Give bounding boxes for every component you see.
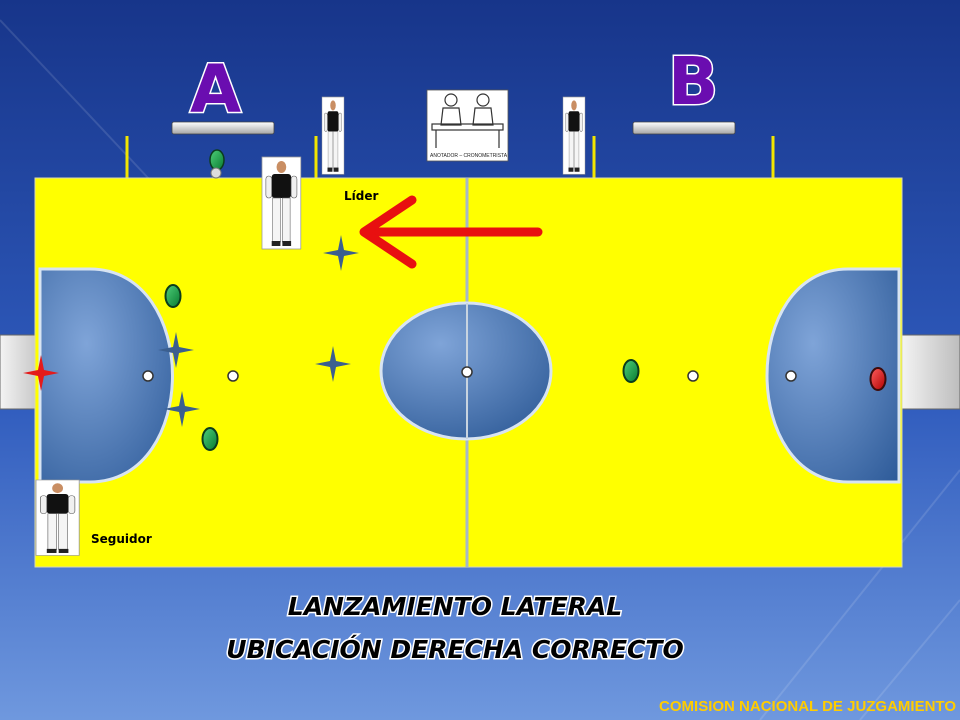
diagram-title-line-1: LANZAMIENTO LATERAL: [288, 592, 622, 621]
footer-credit: COMISION NACIONAL DE JUZGAMIENTO: [659, 698, 956, 715]
bench-player-green: [209, 149, 225, 171]
second-penalty-spot: [687, 370, 699, 382]
player-green: [201, 427, 219, 451]
follower-label: Seguidor: [91, 532, 152, 546]
player-red: [869, 367, 887, 391]
player-green: [164, 284, 182, 308]
third-referee-figure: [321, 96, 345, 175]
center-spot: [461, 366, 473, 378]
left-penalty-area: [38, 267, 174, 484]
leader-label: Líder: [344, 189, 378, 203]
arrow-left-icon: [359, 195, 543, 269]
follower-referee-figure: [35, 479, 80, 556]
right-penalty-area: [765, 267, 901, 484]
players: [164, 284, 640, 451]
team-a-bench-bar: [171, 121, 275, 135]
right-goal: [900, 334, 960, 410]
background-decoration-lines: [0, 19, 960, 720]
fourth-referee-figure: [562, 96, 586, 175]
leader-referee-figure: [261, 156, 302, 250]
court-spots: [142, 366, 797, 382]
ball-icon: [210, 167, 222, 179]
scorer-table-caption: ANOTADOR – CRONOMETRISTA: [430, 153, 508, 159]
penalty-spot: [142, 370, 154, 382]
team-b-label: B: [668, 43, 718, 120]
player-green: [622, 359, 640, 383]
penalty-spot: [785, 370, 797, 382]
diagram-title-line-2: UBICACIÓN DERECHA CORRECTO: [226, 634, 683, 664]
scorer-timekeeper-table: ANOTADOR – CRONOMETRISTA: [426, 89, 509, 162]
second-penalty-spot: [227, 370, 239, 382]
team-b-bench-bar: [632, 121, 736, 135]
team-a-label: A: [190, 51, 241, 128]
bench-zone-lines: [125, 136, 775, 178]
